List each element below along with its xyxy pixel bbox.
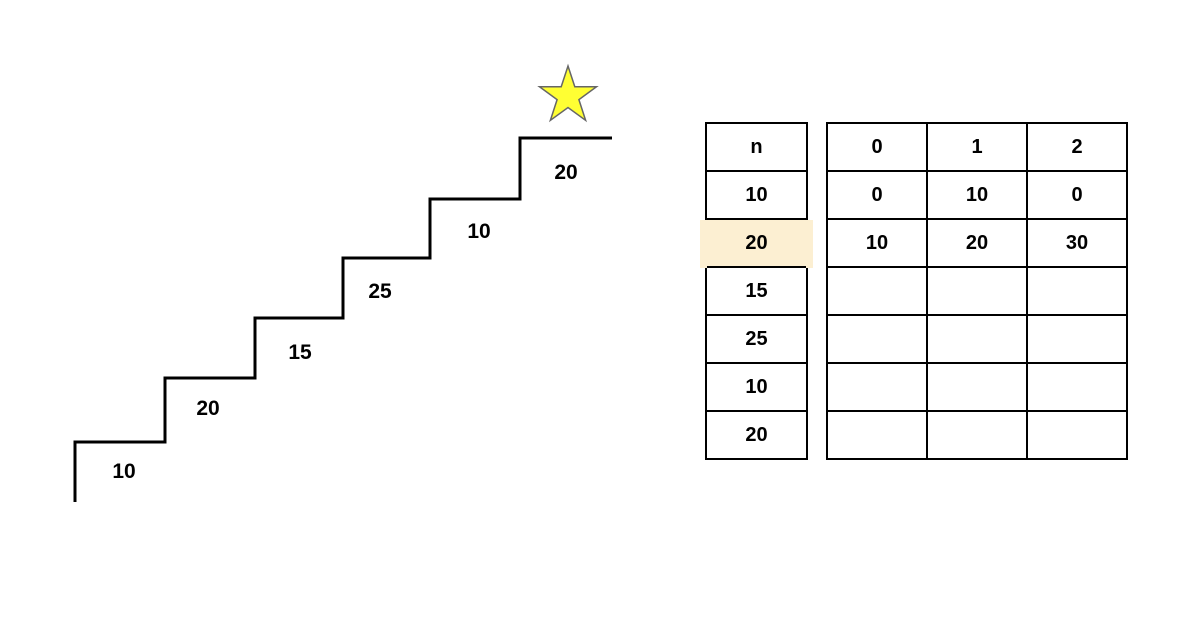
memo-cell-empty bbox=[1028, 268, 1126, 316]
memo-col-header: 1 bbox=[928, 124, 1028, 172]
staircase-path bbox=[73, 136, 612, 502]
n-table-cell-highlighted: 20 bbox=[707, 220, 806, 268]
memo-cell-empty bbox=[928, 412, 1028, 458]
step-label-3: 15 bbox=[288, 341, 312, 364]
memo-cell: 10 bbox=[928, 172, 1028, 220]
memo-cell-empty bbox=[828, 364, 928, 412]
memo-cell-empty bbox=[928, 316, 1028, 364]
step-label-6: 20 bbox=[554, 161, 577, 184]
memo-cell: 0 bbox=[1028, 172, 1126, 220]
n-table-cell: 25 bbox=[707, 316, 806, 364]
n-table-header: n bbox=[707, 124, 806, 172]
step-label-1: 10 bbox=[112, 460, 135, 483]
memo-cell-empty bbox=[828, 412, 928, 458]
memo-cell-empty bbox=[1028, 316, 1126, 364]
n-table-cell: 10 bbox=[707, 364, 806, 412]
step-label-5: 10 bbox=[467, 220, 490, 243]
step-label-2: 20 bbox=[196, 397, 219, 420]
memo-cell: 10 bbox=[828, 220, 928, 268]
star-icon bbox=[537, 63, 599, 123]
memo-col-header: 2 bbox=[1028, 124, 1126, 172]
memo-cell-empty bbox=[928, 268, 1028, 316]
n-table-cell: 15 bbox=[707, 268, 806, 316]
memo-cell-empty bbox=[1028, 412, 1126, 458]
memo-cell-empty bbox=[828, 316, 928, 364]
memo-cell-empty bbox=[828, 268, 928, 316]
memo-cell-empty bbox=[1028, 364, 1126, 412]
n-table: n 10 20 15 25 10 20 bbox=[705, 122, 808, 460]
memo-cell: 0 bbox=[828, 172, 928, 220]
memo-col-header: 0 bbox=[828, 124, 928, 172]
n-table-cell: 10 bbox=[707, 172, 806, 220]
memo-table: 0 1 2 0 10 0 10 20 30 bbox=[826, 122, 1128, 460]
n-table-cell: 20 bbox=[745, 423, 768, 446]
step-label-4: 25 bbox=[368, 280, 392, 303]
staircase-diagram: 10 20 15 25 10 20 bbox=[73, 63, 612, 502]
memo-cell: 20 bbox=[928, 220, 1028, 268]
memo-cell: 30 bbox=[1028, 220, 1126, 268]
memo-cell-empty bbox=[928, 364, 1028, 412]
